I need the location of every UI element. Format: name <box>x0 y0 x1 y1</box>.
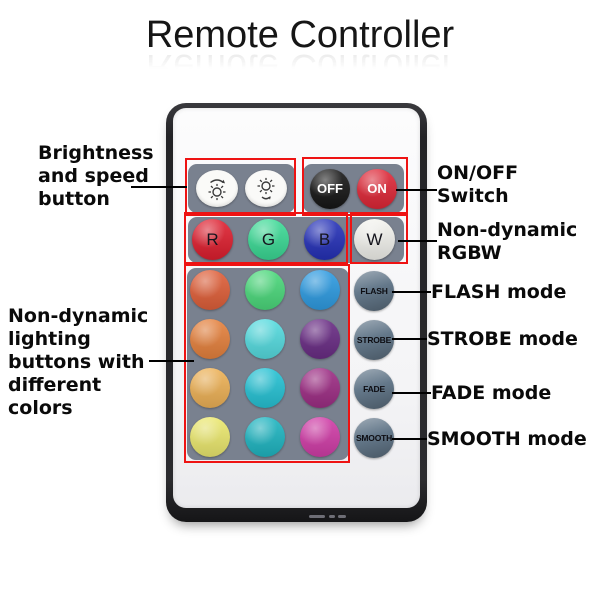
white-highlight-box <box>350 212 408 264</box>
rgbw-callout-line <box>398 240 437 242</box>
brightness-highlight-box <box>185 158 296 216</box>
color-button[interactable] <box>245 270 285 310</box>
mode-button-column: FLASH STROBE FADE SMOOTH <box>354 271 394 458</box>
brightness-panel <box>188 164 295 213</box>
flash-button[interactable]: FLASH <box>354 271 394 311</box>
color-button[interactable] <box>300 270 340 310</box>
color-button[interactable] <box>190 319 230 359</box>
white-button[interactable]: W <box>354 219 395 260</box>
title-reflection: Remote Controller <box>145 46 455 88</box>
color-button[interactable] <box>190 368 230 408</box>
color-grid-highlight-box <box>184 264 350 463</box>
power-highlight-box <box>302 157 408 216</box>
title-block: Remote Controller Remote Controller <box>0 14 600 88</box>
color-button[interactable] <box>300 417 340 457</box>
red-button[interactable]: R <box>192 219 233 260</box>
color-button[interactable] <box>245 319 285 359</box>
rgbw-label: Non-dynamic RGBW <box>437 219 578 264</box>
color-grid-callout-line <box>149 360 194 362</box>
brightness-callout-line <box>131 186 187 188</box>
strobe-mode-label: STROBE mode <box>427 328 578 350</box>
smooth-callout-line <box>392 438 427 440</box>
brightness-down-icon <box>257 177 275 200</box>
color-grid-panel <box>187 268 349 460</box>
color-button[interactable] <box>245 368 285 408</box>
page-title: Remote Controller <box>145 14 455 56</box>
flash-callout-line <box>392 291 431 293</box>
brightness-up-icon <box>208 178 226 200</box>
brightness-down-button[interactable] <box>245 170 288 207</box>
bottom-notch <box>309 515 325 518</box>
rgb-highlight-box <box>184 212 348 264</box>
off-button[interactable]: OFF <box>310 168 350 209</box>
onoff-switch-label: ON/OFF Switch <box>437 162 519 207</box>
strobe-button[interactable]: STROBE <box>354 320 394 360</box>
smooth-button[interactable]: SMOOTH <box>354 418 394 458</box>
brightness-label: Brightness and speed button <box>38 142 154 210</box>
color-button[interactable] <box>300 319 340 359</box>
fade-mode-label: FADE mode <box>431 382 552 404</box>
color-button[interactable] <box>190 417 230 457</box>
remote-body: OFF ON R G B W FLASH STROBE FADE <box>166 103 427 522</box>
blue-button[interactable]: B <box>304 219 345 260</box>
on-button[interactable]: ON <box>357 168 397 209</box>
smooth-mode-label: SMOOTH mode <box>427 428 587 450</box>
color-button[interactable] <box>300 368 340 408</box>
fade-button[interactable]: FADE <box>354 369 394 409</box>
bottom-notch <box>329 515 335 518</box>
power-callout-line <box>396 189 437 191</box>
flash-mode-label: FLASH mode <box>431 281 567 303</box>
rgbw-panel: R G B W <box>188 217 404 263</box>
fade-callout-line <box>392 392 431 394</box>
green-button[interactable]: G <box>248 219 289 260</box>
strobe-callout-line <box>392 338 427 340</box>
color-button[interactable] <box>190 270 230 310</box>
power-panel: OFF ON <box>303 164 404 213</box>
brightness-up-button[interactable] <box>195 170 238 207</box>
lighting-buttons-label: Non-dynamic lighting buttons with differ… <box>8 305 149 419</box>
color-button[interactable] <box>245 417 285 457</box>
bottom-notch <box>338 515 346 518</box>
